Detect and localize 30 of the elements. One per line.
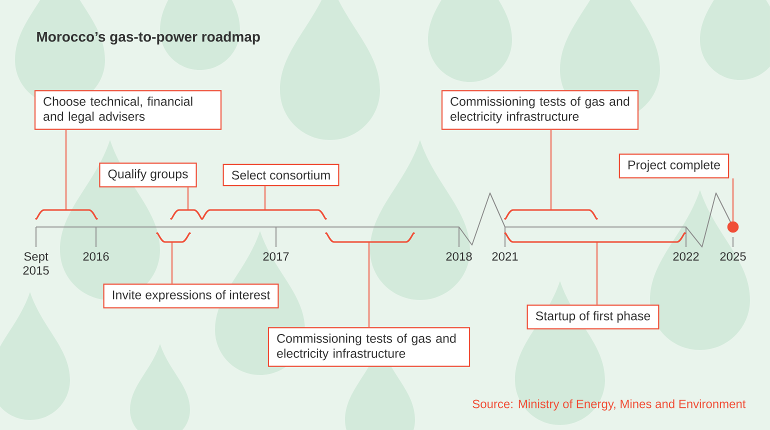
leader-line (550, 129, 552, 210)
milestone-dot (727, 221, 739, 233)
year-label: 2017 (263, 252, 289, 261)
year-label: 2022 (673, 252, 699, 261)
bracket (325, 232, 415, 243)
year-label: 2016 (83, 252, 109, 261)
year-label: 2025 (720, 252, 746, 261)
bracket (35, 209, 98, 220)
callout-box: Project complete (618, 154, 730, 178)
title: Morocco’s gas-to-power roadmap (37, 31, 260, 45)
callout-box: Qualify groups (99, 162, 197, 188)
year-label: Sept 2015 (23, 252, 49, 275)
source-note: Source: Ministry of Energy, Mines and Environment (472, 399, 746, 411)
callout-box: Select consortium (222, 164, 340, 186)
bracket (201, 209, 327, 220)
callout-box: Commissioning tests of gas and electricity infrastructure (268, 327, 470, 367)
leader-line (596, 242, 598, 306)
bracket (504, 209, 598, 220)
year-label: 2018 (446, 252, 472, 261)
callout-box: Invite expressions of interest (103, 284, 279, 308)
leader-line (264, 186, 266, 210)
year-label: 2021 (492, 252, 518, 261)
leader-line (732, 178, 734, 222)
callout-box: Choose technical, financial and legal advisers (34, 90, 222, 130)
callout-box: Startup of first phase (526, 304, 660, 330)
bracket (504, 233, 686, 243)
callout-box: Commissioning tests of gas and electricity infrastructure (441, 90, 639, 130)
bracket (170, 209, 203, 220)
bracket (156, 232, 191, 243)
leader-line (368, 242, 370, 328)
